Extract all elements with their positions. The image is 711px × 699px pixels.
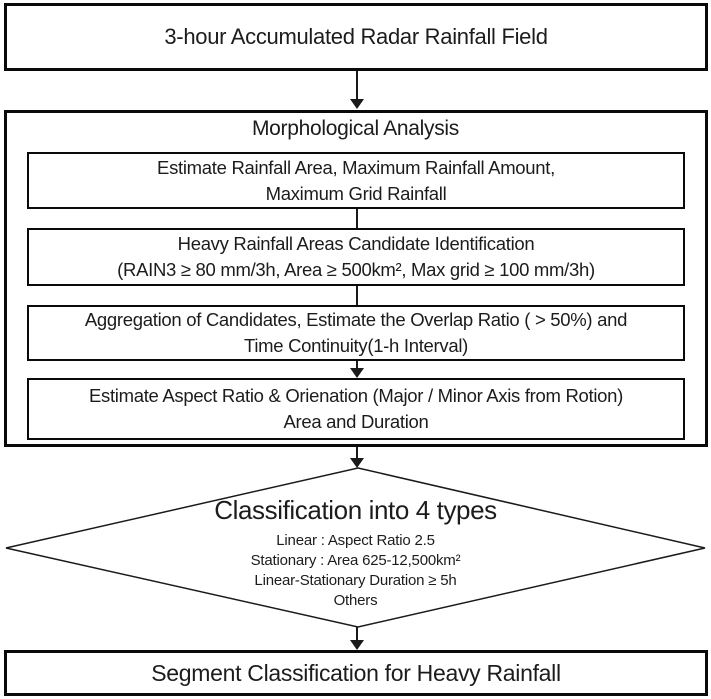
connector-line bbox=[356, 209, 358, 228]
connector-line bbox=[356, 286, 358, 305]
decision-content: Classification into 4 types Linear : Asp… bbox=[0, 495, 711, 611]
arrow-head-icon bbox=[350, 368, 364, 378]
arrow-shaft bbox=[356, 447, 358, 460]
step-line: Time Continuity(1-h Interval) bbox=[244, 335, 468, 356]
decision-criterion: Linear : Aspect Ratio 2.5 bbox=[276, 532, 435, 549]
step-line: Heavy Rainfall Areas Candidate Identific… bbox=[177, 233, 535, 254]
arrow-shaft bbox=[356, 627, 358, 642]
arrow-morphology-to-decision bbox=[350, 447, 364, 468]
decision-criterion: Linear-Stationary Duration ≥ 5h bbox=[254, 572, 457, 589]
decision-criterion: Stationary : Area 625-12,500km² bbox=[250, 552, 461, 569]
arrow-head-icon bbox=[350, 458, 364, 468]
bottom-box: Segment Classification for Heavy Rainfal… bbox=[4, 650, 708, 696]
arrow-aggregation-to-aspect bbox=[350, 361, 364, 378]
arrow-decision-to-segment bbox=[350, 627, 364, 650]
step-line: Maximum Grid Rainfall bbox=[265, 182, 447, 204]
step-candidate-identification-box: Heavy Rainfall Areas Candidate Identific… bbox=[27, 228, 685, 286]
decision-criterion: Others bbox=[333, 592, 378, 609]
morphological-analysis-title: Morphological Analysis bbox=[251, 117, 459, 140]
step-line: Area and Duration bbox=[283, 411, 429, 432]
decision-title: Classification into 4 types bbox=[214, 495, 497, 525]
step-aspect-ratio-box: Estimate Aspect Ratio & Orienation (Majo… bbox=[27, 378, 685, 440]
top-box-label: 3-hour Accumulated Radar Rainfall Field bbox=[164, 24, 548, 49]
step-line: Estimate Aspect Ratio & Orienation (Majo… bbox=[88, 385, 624, 406]
arrow-shaft bbox=[356, 71, 358, 101]
top-box: 3-hour Accumulated Radar Rainfall Field bbox=[4, 3, 708, 71]
arrow-shaft bbox=[356, 361, 358, 370]
step-line: Estimate Rainfall Area, Maximum Rainfall… bbox=[157, 156, 555, 178]
step-line: (RAIN3 ≥ 80 mm/3h, Area ≥ 500km², Max gr… bbox=[117, 259, 595, 280]
arrow-head-icon bbox=[350, 640, 364, 650]
step-estimate-rainfall-box: Estimate Rainfall Area, Maximum Rainfall… bbox=[27, 152, 685, 209]
step-aggregation-box: Aggregation of Candidates, Estimate the … bbox=[27, 305, 685, 361]
bottom-box-label: Segment Classification for Heavy Rainfal… bbox=[151, 659, 561, 686]
step-line: Aggregation of Candidates, Estimate the … bbox=[84, 309, 628, 330]
arrow-top-to-morphology bbox=[350, 71, 364, 109]
decision-diamond-shape bbox=[5, 467, 706, 628]
arrow-head-icon bbox=[350, 99, 364, 109]
